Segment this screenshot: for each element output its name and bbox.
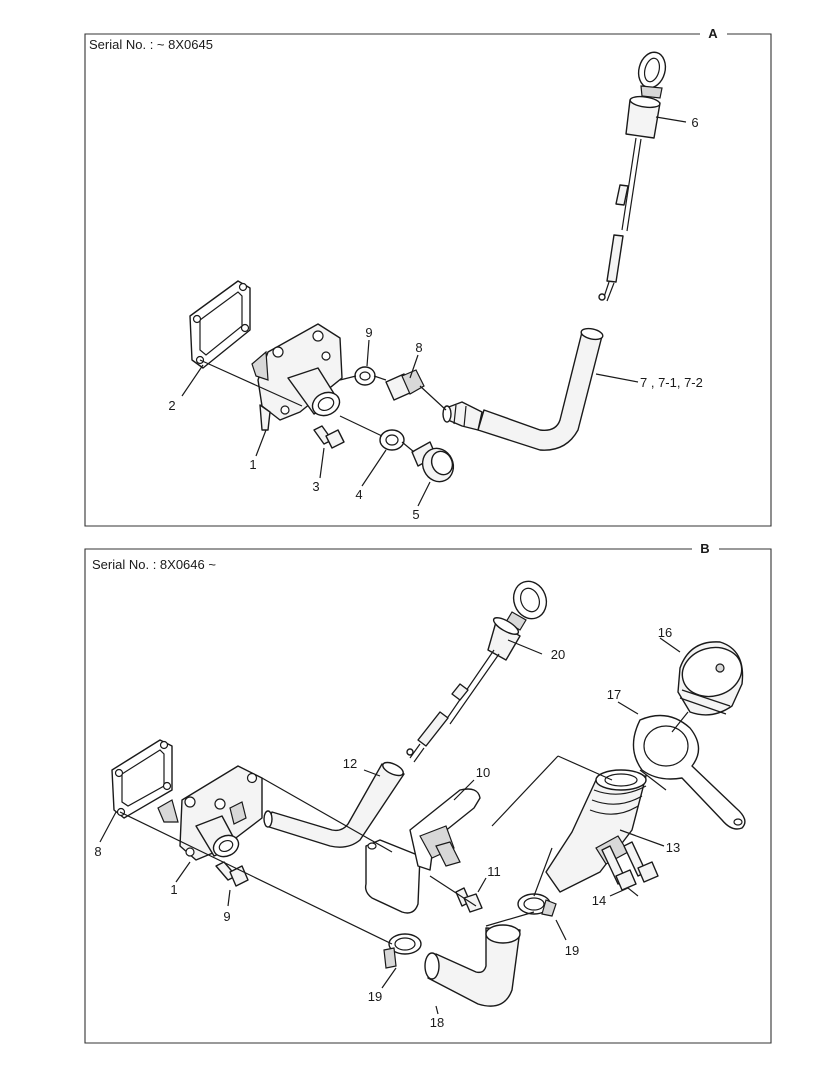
callout-b-18: 18 xyxy=(430,1015,444,1030)
callout-b-10: 10 xyxy=(476,765,490,780)
panel-a-serial: Serial No. : ~ 8X0645 xyxy=(89,37,213,52)
panel-b-letter: B xyxy=(700,541,709,556)
callout-b-1: 1 xyxy=(170,882,177,897)
callout-b-16: 16 xyxy=(658,625,672,640)
seal-ring-b-17 xyxy=(632,714,746,830)
callout-b-9: 9 xyxy=(223,909,230,924)
callout-b-11: 11 xyxy=(487,864,501,879)
plug-a-5 xyxy=(411,441,455,483)
callout-a-1: 1 xyxy=(249,457,256,472)
callout-a-3: 3 xyxy=(312,479,319,494)
callout-a-7: 7 , 7-1, 7-2 xyxy=(640,375,703,390)
callout-a-4: 4 xyxy=(355,487,362,502)
guide-tube-b xyxy=(263,761,405,848)
clamp-b-19-right xyxy=(517,893,557,917)
callout-b-17: 17 xyxy=(607,687,621,702)
washer-a-4 xyxy=(379,429,405,451)
washer-a-9 xyxy=(354,366,376,386)
bolt-b-9 xyxy=(215,861,249,887)
bolt-a-3 xyxy=(313,425,345,449)
callout-a-2: 2 xyxy=(168,398,175,413)
panel-b: B Serial No. : 8X0646 ~ xyxy=(84,541,772,1044)
panel-a: A Serial No. : ~ 8X0645 xyxy=(84,26,772,527)
callout-b-19-right: 19 xyxy=(565,943,579,958)
callout-b-13: 13 xyxy=(666,840,680,855)
bolts-b-14 xyxy=(601,841,659,891)
guide-tube-a xyxy=(442,327,604,451)
callout-a-8: 8 xyxy=(415,340,422,355)
panel-b-frame xyxy=(84,548,772,1044)
callout-b-12: 12 xyxy=(343,756,357,771)
callout-b-14: 14 xyxy=(592,893,606,908)
dipstick-b xyxy=(406,580,548,763)
callout-b-20: 20 xyxy=(551,647,565,662)
cap-b-16 xyxy=(677,641,744,716)
clamp-b-19-left xyxy=(383,933,422,969)
panel-b-serial: Serial No. : 8X0646 ~ xyxy=(92,557,216,572)
housing-b xyxy=(157,765,263,861)
hose-b-18 xyxy=(424,924,521,1007)
gasket-a xyxy=(189,280,251,369)
housing-a xyxy=(251,323,343,431)
callout-a-5: 5 xyxy=(412,507,419,522)
panel-a-frame xyxy=(84,33,772,527)
callout-a-6: 6 xyxy=(691,115,698,130)
gasket-b xyxy=(111,739,173,819)
bracket-b-10 xyxy=(364,788,481,914)
panel-a-letter: A xyxy=(708,26,718,41)
callout-a-9: 9 xyxy=(365,325,372,340)
callout-b-19-left: 19 xyxy=(368,989,382,1004)
dipstick-a xyxy=(598,51,667,302)
callout-b-8: 8 xyxy=(94,844,101,859)
fitting-a-8 xyxy=(385,369,425,401)
